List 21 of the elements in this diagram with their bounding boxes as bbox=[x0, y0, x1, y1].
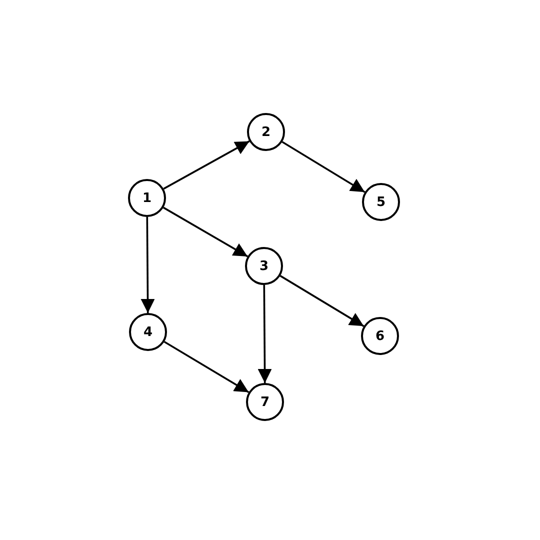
arrow bbox=[140, 217, 155, 313]
node-circle bbox=[129, 313, 167, 351]
node-label: 3 bbox=[259, 260, 269, 272]
arrow bbox=[282, 141, 366, 193]
node-circle bbox=[361, 317, 399, 355]
node-label: 1 bbox=[142, 192, 152, 204]
node-label: 7 bbox=[260, 396, 270, 408]
node-circle bbox=[247, 113, 285, 151]
node-circle bbox=[245, 247, 283, 285]
arrow bbox=[162, 206, 248, 258]
node-label: 5 bbox=[376, 196, 386, 208]
arrow bbox=[163, 140, 250, 190]
node-label: 6 bbox=[375, 330, 385, 342]
node-label: 2 bbox=[261, 126, 271, 138]
arrow bbox=[258, 285, 272, 383]
node-label: 4 bbox=[143, 326, 153, 338]
arrow bbox=[164, 340, 250, 394]
arrow bbox=[280, 275, 364, 327]
node-circle bbox=[246, 383, 284, 421]
node-circle bbox=[128, 179, 166, 217]
node-circle bbox=[362, 183, 400, 221]
